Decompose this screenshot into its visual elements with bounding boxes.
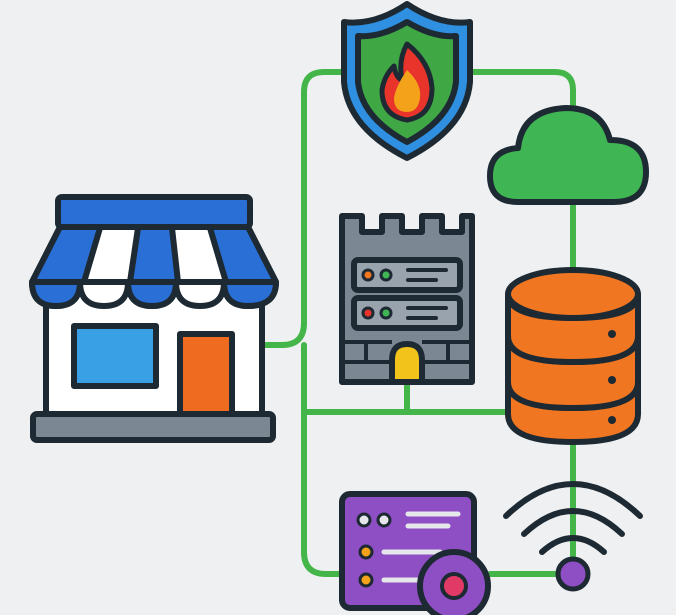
- store-awning-stripe-1: [35, 229, 100, 280]
- wifi-icon: [503, 481, 643, 592]
- firewall-shield-icon: [341, 1, 473, 161]
- edge-firewall-cloud: [465, 69, 576, 111]
- edge-store-firewall: [257, 69, 353, 348]
- server-led-green-1: [379, 268, 393, 282]
- wifi-arc-outer: [503, 481, 643, 519]
- server-gate: [389, 341, 425, 385]
- server-panel-1: [351, 257, 463, 293]
- cloud-icon: [487, 105, 649, 205]
- server-vents: [406, 268, 448, 320]
- database-icon: [505, 267, 641, 445]
- router-led-1: [356, 512, 372, 528]
- store-valance-blue-1: [29, 279, 83, 309]
- server-led-red-2: [361, 306, 375, 320]
- server-led-green-2: [379, 306, 393, 320]
- store-awning-stripe-3: [210, 229, 273, 280]
- store-door: [177, 331, 235, 417]
- edge-store-router: [301, 409, 345, 577]
- wifi-dot: [555, 556, 591, 592]
- server-led-orange-1: [361, 268, 375, 282]
- db-led-2: [608, 376, 616, 384]
- router-led-2: [376, 512, 392, 528]
- wifi-arc-middle: [521, 508, 625, 537]
- server-panel-2: [351, 295, 463, 331]
- store-roof-bar: [55, 194, 253, 230]
- flame-inner: [394, 70, 421, 112]
- store-valance-blue-3: [221, 279, 279, 309]
- connectors: [257, 69, 576, 577]
- db-cylinder-cap: [505, 267, 641, 321]
- router-led-3: [358, 544, 374, 560]
- store-awning-stripe-2: [130, 229, 178, 280]
- router-led-4: [358, 572, 374, 588]
- router-button-core: [440, 572, 468, 600]
- store-base: [30, 411, 276, 443]
- server-brick-lines: [342, 340, 472, 364]
- wifi-arc-inner: [539, 535, 607, 555]
- cloud-shape: [487, 105, 649, 205]
- castle-server-icon: [339, 213, 475, 385]
- router-line-1: [405, 511, 461, 529]
- router-device-icon: [339, 491, 491, 615]
- store-awning-outline: [29, 224, 279, 285]
- store-window: [71, 323, 159, 389]
- store-valance-blue-2: [125, 279, 179, 309]
- db-led-1: [608, 330, 616, 338]
- storefront-icon: [29, 194, 279, 443]
- db-led-3: [608, 416, 616, 424]
